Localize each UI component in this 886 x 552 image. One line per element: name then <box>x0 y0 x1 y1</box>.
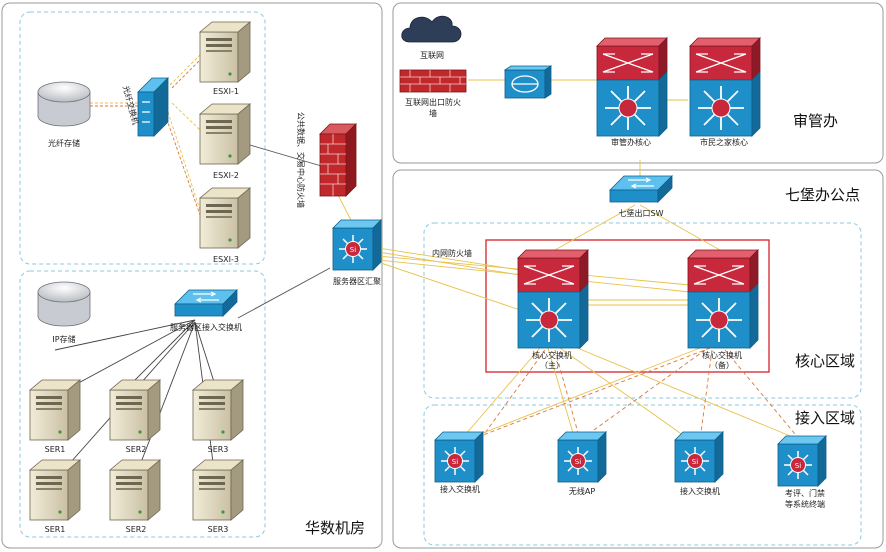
shenguanban-region-label: 审管办 <box>793 112 838 130</box>
terminal-switch <box>777 435 827 487</box>
access-switch-2-label: 接入交换机 <box>680 486 720 496</box>
smzj-core-label: 市民之家核心 <box>700 137 748 147</box>
sgb-core-label: 审管办核心 <box>611 137 651 147</box>
ip-storage <box>37 281 91 327</box>
internet-label: 互联网 <box>420 51 444 60</box>
inner-firewall-frame <box>485 239 770 373</box>
access-switch-1 <box>434 431 484 483</box>
server-aggregation-label: 服务器区汇聚 <box>333 276 381 286</box>
esxi-2-label: ESXI-2 <box>213 171 239 180</box>
esxi-3-server <box>199 187 251 249</box>
ser1-server-b <box>29 459 81 521</box>
access-switch-2 <box>674 431 724 483</box>
ser3-a-label: SER3 <box>208 445 229 454</box>
internet-firewall <box>399 69 467 93</box>
esxi-3-label: ESXI-3 <box>213 255 239 264</box>
access-switch-1-label: 接入交换机 <box>440 484 480 494</box>
public-firewall-label: 公共数据、交易中心防火墙 <box>296 112 306 208</box>
esxi-1-server <box>199 21 251 83</box>
fiber-storage-label: 光纤存储 <box>48 138 80 148</box>
huashu-frame <box>1 2 383 549</box>
internet-firewall-label-2: 墙 <box>429 108 437 118</box>
ser3-b-label: SER3 <box>208 525 229 534</box>
internet-cloud-icon <box>401 15 462 43</box>
core-switch-backup <box>687 249 759 349</box>
server-access-switch <box>174 289 238 317</box>
ser3-server-a <box>192 379 244 441</box>
public-firewall <box>319 123 357 197</box>
wireless-ap <box>557 431 607 483</box>
core-switch-main-label-2: （主） <box>540 360 564 370</box>
storage-zone <box>19 11 266 265</box>
ser2-b-label: SER2 <box>126 525 147 534</box>
ser1-server-a <box>29 379 81 441</box>
inner-firewall-label: 内网防火墙 <box>432 248 472 258</box>
fiber-switch <box>137 77 169 137</box>
esxi-1-label: ESXI-1 <box>213 87 239 96</box>
core-switch-main-label-1: 核心交换机 <box>532 350 572 360</box>
huashu-region-label: 华数机房 <box>305 519 365 537</box>
qibao-region-label: 七堡办公点 <box>785 186 860 204</box>
terminals-label-1: 考评、门禁 <box>785 488 825 498</box>
ser3-server-b <box>192 459 244 521</box>
sgb-core-switch <box>596 37 668 137</box>
internet-firewall-label-1: 互联网出口防火 <box>405 97 461 107</box>
qibao-exit-switch-label: 七堡出口SW <box>619 208 664 218</box>
fiber-storage <box>37 81 91 127</box>
ser1-b-label: SER1 <box>45 525 66 534</box>
server-aggregation-switch <box>332 219 382 271</box>
smzj-core-switch <box>689 37 761 137</box>
server-zone <box>19 270 266 538</box>
core-switch-main <box>517 249 589 349</box>
core-region-label: 核心区域 <box>795 352 855 370</box>
wireless-ap-label: 无线AP <box>569 486 595 496</box>
router-icon <box>503 65 553 99</box>
ser2-server-a <box>109 379 161 441</box>
qibao-frame <box>392 169 884 549</box>
core-switch-backup-label-1: 核心交换机 <box>702 350 742 360</box>
access-zone <box>423 404 862 546</box>
qibao-exit-switch <box>609 175 673 203</box>
access-region-label: 接入区域 <box>795 409 855 427</box>
terminals-label-2: 等系统终端 <box>785 499 825 509</box>
core-switch-backup-label-2: （备） <box>710 360 734 370</box>
shenguanban-frame <box>392 2 884 164</box>
server-access-switch-label: 服务器区接入交换机 <box>170 322 242 332</box>
core-zone <box>423 222 862 399</box>
esxi-2-server <box>199 103 251 165</box>
ip-storage-label: IP存储 <box>52 334 75 344</box>
ser2-server-b <box>109 459 161 521</box>
ser1-a-label: SER1 <box>45 445 66 454</box>
ser2-a-label: SER2 <box>126 445 147 454</box>
